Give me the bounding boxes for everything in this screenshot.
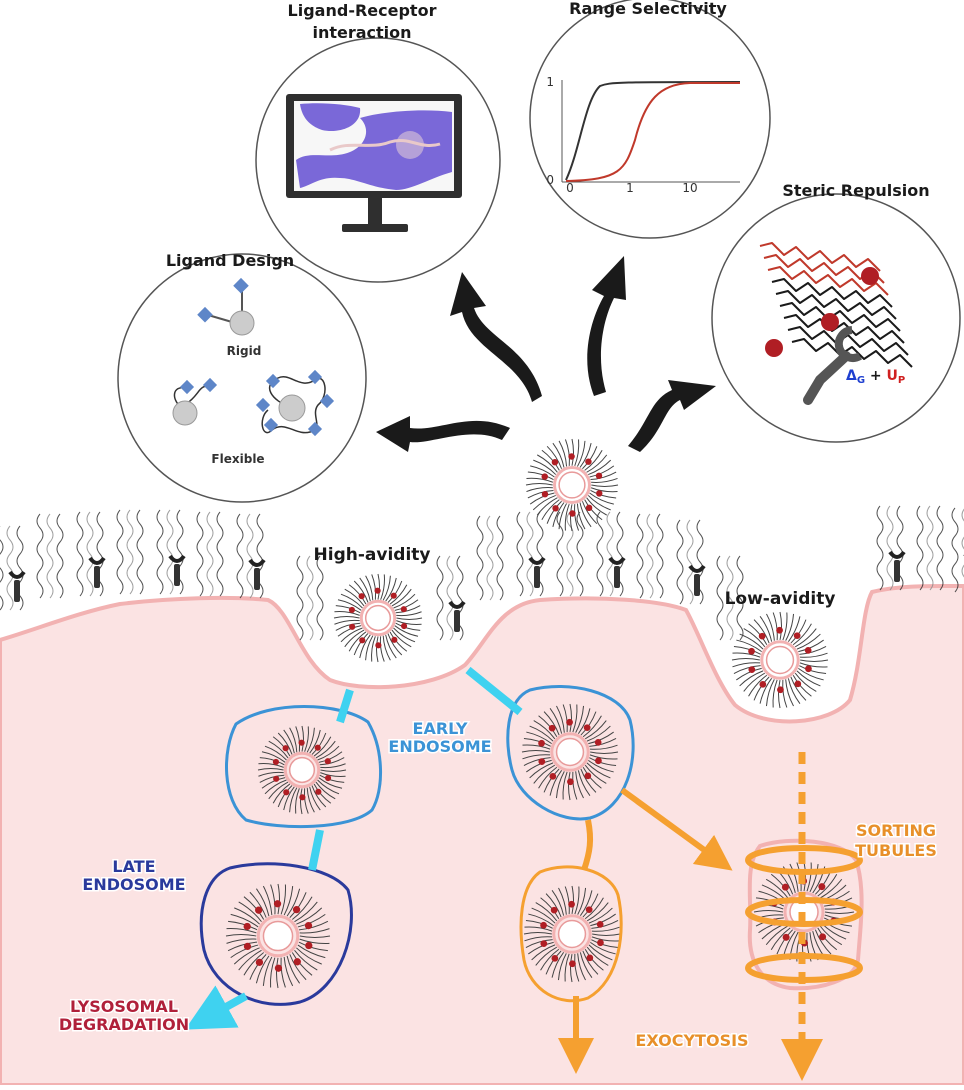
ligand-receptor-panel: Ligand-Receptor interaction [255, 1, 501, 283]
early-endosome-label-1: EARLY [413, 719, 468, 738]
early-endosome-label-2: ENDOSOME [388, 737, 491, 756]
nanoparticle-low-avidity [731, 611, 829, 709]
late-endosome-label-1: LATE [112, 857, 155, 876]
ligand-design-panel: Ligand Design Rigid Flexible [117, 251, 367, 503]
early-endosome-left [225, 705, 382, 829]
formula-p: P [898, 375, 905, 386]
flexible-ligand-large [255, 369, 335, 437]
flexible-label: Flexible [211, 452, 264, 466]
sorting-label-2: TUBULES [855, 841, 937, 860]
arrow-to-ligand-receptor [450, 272, 542, 402]
orange-arrow-to-recycling [581, 819, 594, 871]
nanoparticle-recycling [523, 885, 621, 983]
traffic-arrows [184, 666, 863, 1081]
steric-formula: ΔG + UP [846, 368, 905, 386]
nanoparticle-high-avidity [333, 573, 423, 663]
range-x-tick-10: 10 [682, 181, 697, 195]
range-selectivity-circle [529, 0, 771, 239]
selectivity-curve-red [565, 82, 740, 182]
formula-g: G [857, 375, 865, 386]
receptor-icon [803, 326, 863, 405]
steric-repulsion-panel: Steric Repulsion ΔG + UP [711, 181, 961, 443]
high-avidity-label: High-avidity [314, 545, 431, 565]
arrow-to-range-selectivity [587, 256, 626, 396]
nanoparticles [225, 438, 855, 989]
ligand-receptor-title-1: Ligand-Receptor [288, 1, 437, 20]
ligand-design-title: Ligand Design [166, 251, 294, 270]
cell-cytoplasm [0, 583, 964, 1087]
ligand-dot-2 [821, 313, 839, 331]
sorting-label-1: SORTING [856, 821, 936, 840]
exocytosis-label: EXOCYTOSIS [635, 1031, 748, 1050]
orange-arrow-to-sorting [620, 787, 733, 871]
sorting-ring-2 [745, 897, 863, 927]
black-arrows [376, 256, 716, 452]
formula-plus: + [865, 368, 886, 384]
arrow-to-steric [628, 380, 716, 452]
selectivity-curve-black [565, 81, 741, 181]
range-x-tick-0: 0 [566, 181, 574, 195]
late-endosome [199, 862, 353, 1006]
nanoparticle-early-right [521, 703, 619, 801]
range-selectivity-title: Range Selectivity [569, 0, 727, 18]
sorting-ring-1 [745, 845, 863, 875]
range-x-tick-1: 1 [626, 181, 634, 195]
arrow-to-ligand-design [376, 416, 510, 452]
low-avidity-label: Low-avidity [725, 589, 836, 609]
flexible-ligand-small [172, 377, 218, 426]
nanoparticle-late [225, 883, 331, 989]
ligand-dot-1 [861, 267, 879, 285]
range-y-tick-0: 0 [546, 173, 554, 187]
protein-surface [296, 103, 452, 190]
ligand-receptor-title-2: interaction [312, 23, 411, 42]
rigid-ligand [197, 277, 255, 336]
formula-delta: Δ [846, 368, 857, 384]
cell-surface-glycocalyx [0, 505, 964, 641]
cyan-arrow-high-to-early [336, 688, 354, 724]
ligand-design-circle [117, 253, 367, 503]
recycling-endosome [519, 865, 623, 1003]
lysosomal-label-2: DEGRADATION [59, 1015, 189, 1034]
nanoparticle-early-left [257, 725, 347, 815]
range-y-tick-1: 1 [546, 75, 554, 89]
ligand-dot-3 [765, 339, 783, 357]
sorting-ring-3 [745, 953, 863, 983]
late-endosome-label-2: ENDOSOME [82, 875, 185, 894]
lysosomal-label-1: LYSOSOMAL [70, 997, 178, 1016]
early-endosome-right [506, 685, 635, 821]
cyan-arrow-lysosomal [184, 985, 248, 1030]
cyan-arrow-early-to-late [308, 829, 324, 871]
formula-u: U [887, 368, 898, 384]
rigid-label: Rigid [227, 344, 262, 358]
range-selectivity-panel: Range Selectivity 1 0 0 1 10 [529, 0, 771, 239]
cyan-arrow-high-to-early-right [465, 666, 523, 716]
nanoparticle-free [525, 438, 619, 532]
steric-repulsion-title: Steric Repulsion [782, 181, 929, 200]
